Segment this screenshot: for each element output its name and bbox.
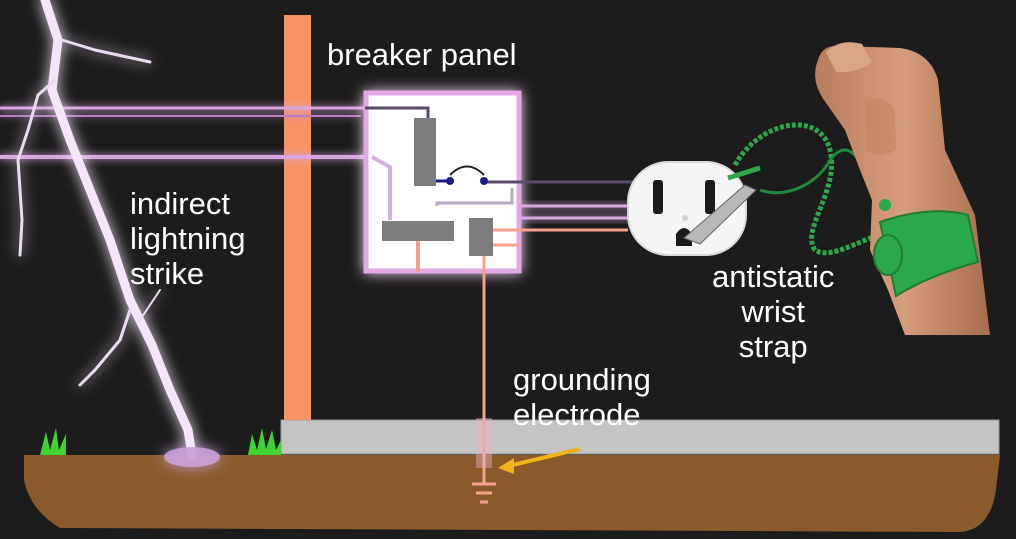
ground-bar [469,218,493,256]
grass-left [40,428,66,455]
grounding-wire [472,256,496,504]
hand-with-wrist-strap [815,42,990,336]
lightning-strike-label: indirect lightning strike [130,186,245,291]
wall-post [284,15,311,420]
wrist-strap-label: antistatic wrist strap [712,259,834,364]
breaker-panel-text: breaker panel [327,37,517,72]
electrode-arrow [498,447,581,474]
grounding-label-line-2: electrode [513,397,641,432]
earth-ground [24,455,1000,532]
wrist-label-line-2: wrist [741,294,806,329]
grass-right [248,428,281,455]
outlet-wires [519,204,640,220]
breaker-panel [363,90,640,274]
neutral-bar [382,221,454,241]
lightning-bolt [16,0,220,467]
lightning-label-line-3: strike [130,256,205,291]
concrete-slab [280,419,1000,455]
wall-outlet [627,161,747,256]
breaker-panel-label: breaker panel [327,37,517,72]
wrist-label-line-3: strap [738,329,808,364]
wrist-label-line-1: antistatic [712,259,835,294]
breaker-switch [414,118,436,186]
lightning-label-line-2: lightning [130,221,246,256]
grounding-label-line-1: grounding [513,362,651,397]
wrist-strap-cord [683,122,882,256]
lightning-label-line-1: indirect [130,186,230,221]
grounding-electrode-label: grounding electrode [513,362,651,432]
